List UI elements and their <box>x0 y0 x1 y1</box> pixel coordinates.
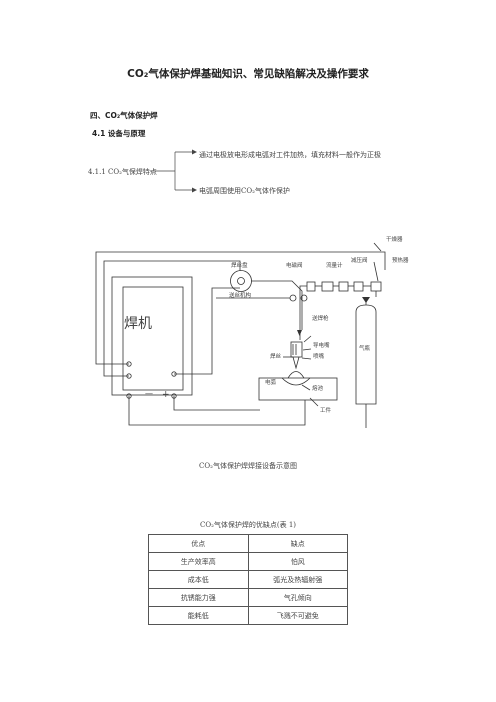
torch-label: 送焊枪 <box>312 314 329 322</box>
dryer-label: 干燥器 <box>386 235 403 243</box>
welder-box <box>111 276 193 396</box>
plus-label: + <box>162 390 170 400</box>
pressure-reducer-label: 减压阀 <box>351 256 368 264</box>
welder-label: 焊机 <box>124 316 152 332</box>
preheater-label: 预热器 <box>392 256 409 264</box>
feature-line-2: 电弧周围使用CO₂气体作保护 <box>199 187 290 195</box>
contact-tip-label: 导电嘴 <box>313 341 330 349</box>
arc-label: 电弧 <box>265 378 277 386</box>
section-heading: 四、CO₂气体保护焊 <box>90 111 158 120</box>
cylinder-label: 气瓶 <box>359 344 371 352</box>
dryer-box <box>353 281 364 292</box>
solenoid-valve <box>306 281 316 292</box>
table-row: 抗锈能力强 气孔倾向 <box>148 588 348 607</box>
table-cell: 飞溅不可避免 <box>247 606 348 625</box>
table-row: 生产效率高 怕风 <box>148 552 348 571</box>
solenoid-valve-label: 电磁阀 <box>286 261 303 269</box>
table-caption: CO₂气体保护焊的优缺点(表 1) <box>199 521 297 529</box>
table-cell: 气孔倾向 <box>247 588 348 607</box>
table-row: 成本低 弧光及热辐射强 <box>148 570 348 589</box>
nozzle-label: 喷嘴 <box>313 352 325 360</box>
table-cell: 生产效率高 <box>148 552 249 571</box>
wire-label: 焊丝 <box>270 352 282 360</box>
table-cell: 成本低 <box>148 570 249 589</box>
page-title: CO₂气体保护焊基础知识、常见缺陷解决及操作要求 <box>127 68 369 80</box>
diagram-caption: CO₂气体保护焊焊接设备示意图 <box>199 462 297 470</box>
flowmeter <box>321 281 334 292</box>
feature-line-1: 通过电极放电形成电弧对工件加热，填充材料一般作为正极 <box>199 151 381 159</box>
wire-feeder-label: 送丝机构 <box>229 291 252 299</box>
welder-inner-panel <box>122 286 184 391</box>
preheater-box <box>370 281 382 292</box>
sub-heading: 4.1 设备与原理 <box>92 129 146 138</box>
pressure-reducer <box>338 281 349 292</box>
table-header-row: 优点 缺点 <box>148 534 348 553</box>
gas-cylinder <box>355 304 377 405</box>
header-pros: 优点 <box>148 534 249 553</box>
feature-label: 4.1.1 CO₂气保焊特点 <box>88 168 157 176</box>
flowmeter-label: 流量计 <box>326 261 343 269</box>
table-row: 能耗低 飞溅不可避免 <box>148 606 348 625</box>
table-cell: 抗锈能力强 <box>148 588 249 607</box>
workpiece-label: 工件 <box>320 406 332 414</box>
pool-label: 熔池 <box>312 384 324 392</box>
wire-reel-label: 焊丝盘 <box>231 261 248 269</box>
torch-body <box>290 341 303 358</box>
pros-cons-table: 优点 缺点 生产效率高 怕风 成本低 弧光及热辐射强 抗锈能力强 气孔倾向 能耗… <box>148 534 348 625</box>
table-cell: 弧光及热辐射强 <box>247 570 348 589</box>
workpiece-block <box>258 377 338 401</box>
minus-label: — <box>145 389 153 398</box>
table-cell: 怕风 <box>247 552 348 571</box>
header-cons: 缺点 <box>247 534 348 553</box>
table-cell: 能耗低 <box>148 606 249 625</box>
wire-reel <box>230 270 252 292</box>
